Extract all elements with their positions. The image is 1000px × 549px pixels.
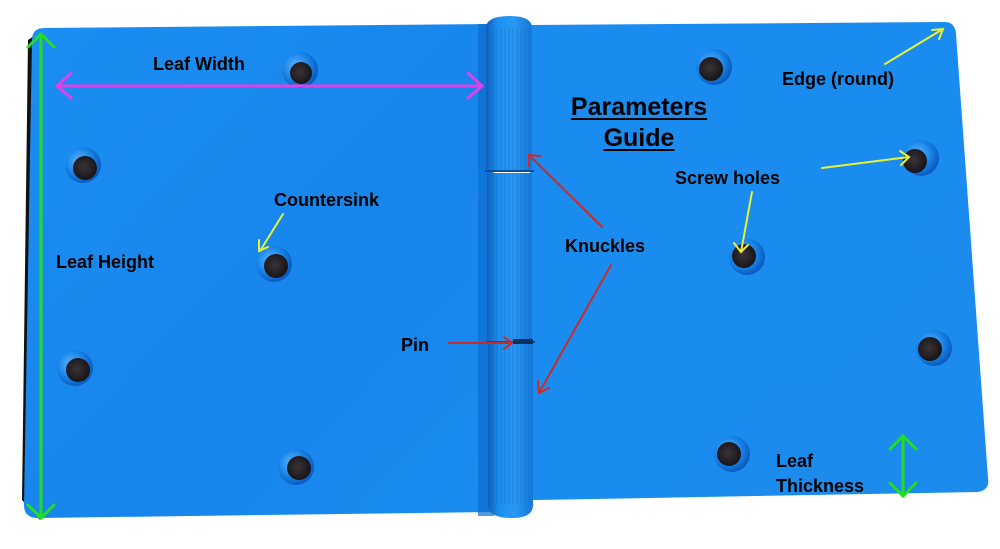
screw-holes-pointer-2 (733, 191, 753, 254)
label-pin: Pin (401, 335, 430, 355)
edge-round-pointer (884, 27, 945, 65)
leaf-thickness-arrow (888, 433, 918, 499)
countersink-pointer (258, 213, 284, 253)
label-leaf-height: Leaf Height (56, 252, 155, 272)
label-knuckles: Knuckles (565, 236, 646, 256)
screw-holes-right (696, 49, 952, 472)
knuckles-pointer-lower (537, 264, 612, 395)
label-leaf-width: Leaf Width (153, 54, 245, 74)
label-screw-holes: Screw holes (675, 168, 781, 188)
screw-holes-left (57, 52, 318, 485)
title-line-1: Parameters (570, 93, 708, 121)
knuckles-pointer-upper (528, 153, 603, 228)
label-leaf-thickness-line2: Thickness (776, 476, 865, 496)
label-countersink: Countersink (274, 190, 380, 210)
knuckles (485, 16, 535, 518)
title-line-2: Guide (603, 124, 675, 153)
label-edge-round: Edge (round) (782, 69, 894, 89)
pin-gap (513, 339, 533, 344)
label-leaf-thickness-line1: Leaf (776, 451, 814, 471)
leaf-width-arrow (54, 71, 485, 100)
leaf-height-arrow (26, 31, 56, 521)
page-title: Parameters Guide (548, 92, 730, 155)
pin-pointer (448, 336, 514, 350)
screw-holes-pointer-1 (821, 150, 911, 169)
